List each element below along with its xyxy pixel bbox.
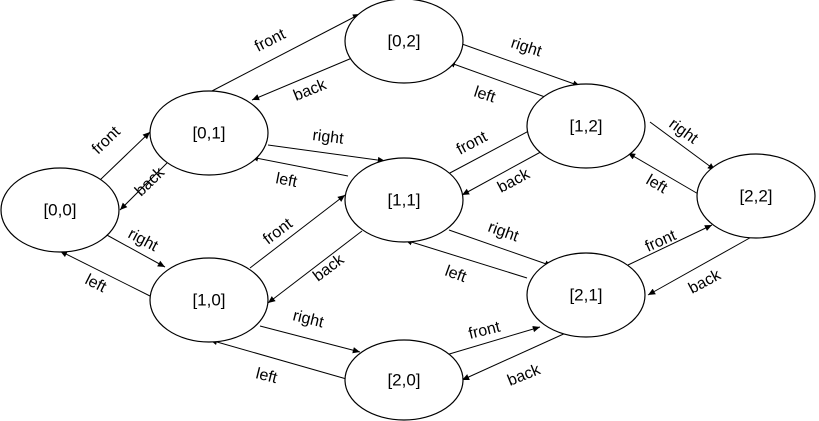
state-node-2-1: [2,1]: [526, 252, 646, 338]
node-ellipse: [0, 167, 120, 253]
node-label: [1,2]: [569, 117, 602, 136]
edge-right-11-21: [448, 229, 553, 267]
edge-label: left: [472, 84, 498, 107]
edge-left-22-12: [627, 152, 701, 196]
edge-right-02-12: [461, 43, 581, 87]
node-ellipse: [526, 252, 646, 338]
edge-right-01-11: [267, 144, 386, 164]
edge-label: left: [274, 170, 299, 191]
edge-label: back: [495, 165, 534, 196]
edges: [59, 13, 756, 381]
node-label: [2,0]: [387, 371, 420, 390]
node-label: [2,2]: [739, 187, 772, 206]
edge-back-22-21: [647, 234, 756, 296]
node-ellipse: [344, 157, 464, 243]
edge-left-20-10: [209, 338, 351, 381]
state-node-0-2: [0,2]: [344, 0, 464, 84]
edge-label: front: [252, 26, 289, 56]
node-label: [1,1]: [387, 191, 420, 210]
edge-label: back: [291, 76, 330, 105]
node-label: [2,1]: [569, 286, 602, 305]
edge-label: back: [132, 163, 169, 199]
node-ellipse: [149, 257, 269, 343]
node-ellipse: [696, 153, 816, 239]
edge-label: left: [82, 271, 109, 296]
edge-front-11-12: [447, 124, 541, 175]
node-label: [1,0]: [192, 291, 225, 310]
edge-back-11-10: [267, 230, 363, 304]
node-ellipse: [526, 83, 646, 169]
node-label: [0,1]: [192, 124, 225, 143]
node-ellipse: [149, 90, 269, 176]
edge-label: back: [505, 361, 544, 390]
edge-label: front: [260, 215, 296, 248]
edge-front-20-21: [445, 325, 541, 356]
state-node-1-2: [1,2]: [526, 83, 646, 169]
node-ellipse: [344, 339, 464, 421]
edge-left-21-11: [404, 239, 528, 279]
node-label: [0,0]: [43, 201, 76, 220]
state-node-2-0: [2,0]: [344, 339, 464, 421]
edge-label: front: [89, 123, 124, 158]
edge-front-01-02: [209, 13, 361, 93]
edge-label: front: [643, 227, 680, 256]
edge-label: right: [312, 127, 346, 148]
node-label: [0,2]: [387, 32, 420, 51]
state-node-1-0: [1,0]: [149, 257, 269, 343]
edge-right-00-10: [104, 233, 166, 268]
edge-back-21-20: [461, 331, 569, 381]
edge-label: left: [254, 365, 279, 387]
node-ellipse: [344, 0, 464, 84]
edge-label: left: [443, 263, 469, 286]
edge-label: right: [125, 226, 161, 256]
edge-front-21-22: [627, 224, 713, 266]
state-node-0-0: [0,0]: [0, 167, 120, 253]
state-node-2-2: [2,2]: [696, 153, 816, 239]
state-node-1-1: [1,1]: [344, 157, 464, 243]
state-node-0-1: [0,1]: [149, 90, 269, 176]
edge-left-11-01: [250, 155, 349, 177]
edge-right-12-22: [649, 121, 716, 171]
edge-back-02-01: [251, 57, 353, 101]
edge-label: right: [509, 35, 544, 61]
edge-left-10-00: [59, 250, 151, 297]
edge-back-12-11: [461, 147, 549, 196]
edge-right-10-20: [259, 325, 361, 354]
edge-front-00-01: [99, 131, 151, 181]
edge-label: right: [486, 219, 522, 246]
edge-label: right: [666, 115, 702, 147]
edge-back-01-00: [119, 162, 168, 211]
edge-left-12-02: [447, 61, 546, 98]
edge-label: right: [291, 307, 326, 331]
edge-front-10-11: [249, 194, 346, 269]
